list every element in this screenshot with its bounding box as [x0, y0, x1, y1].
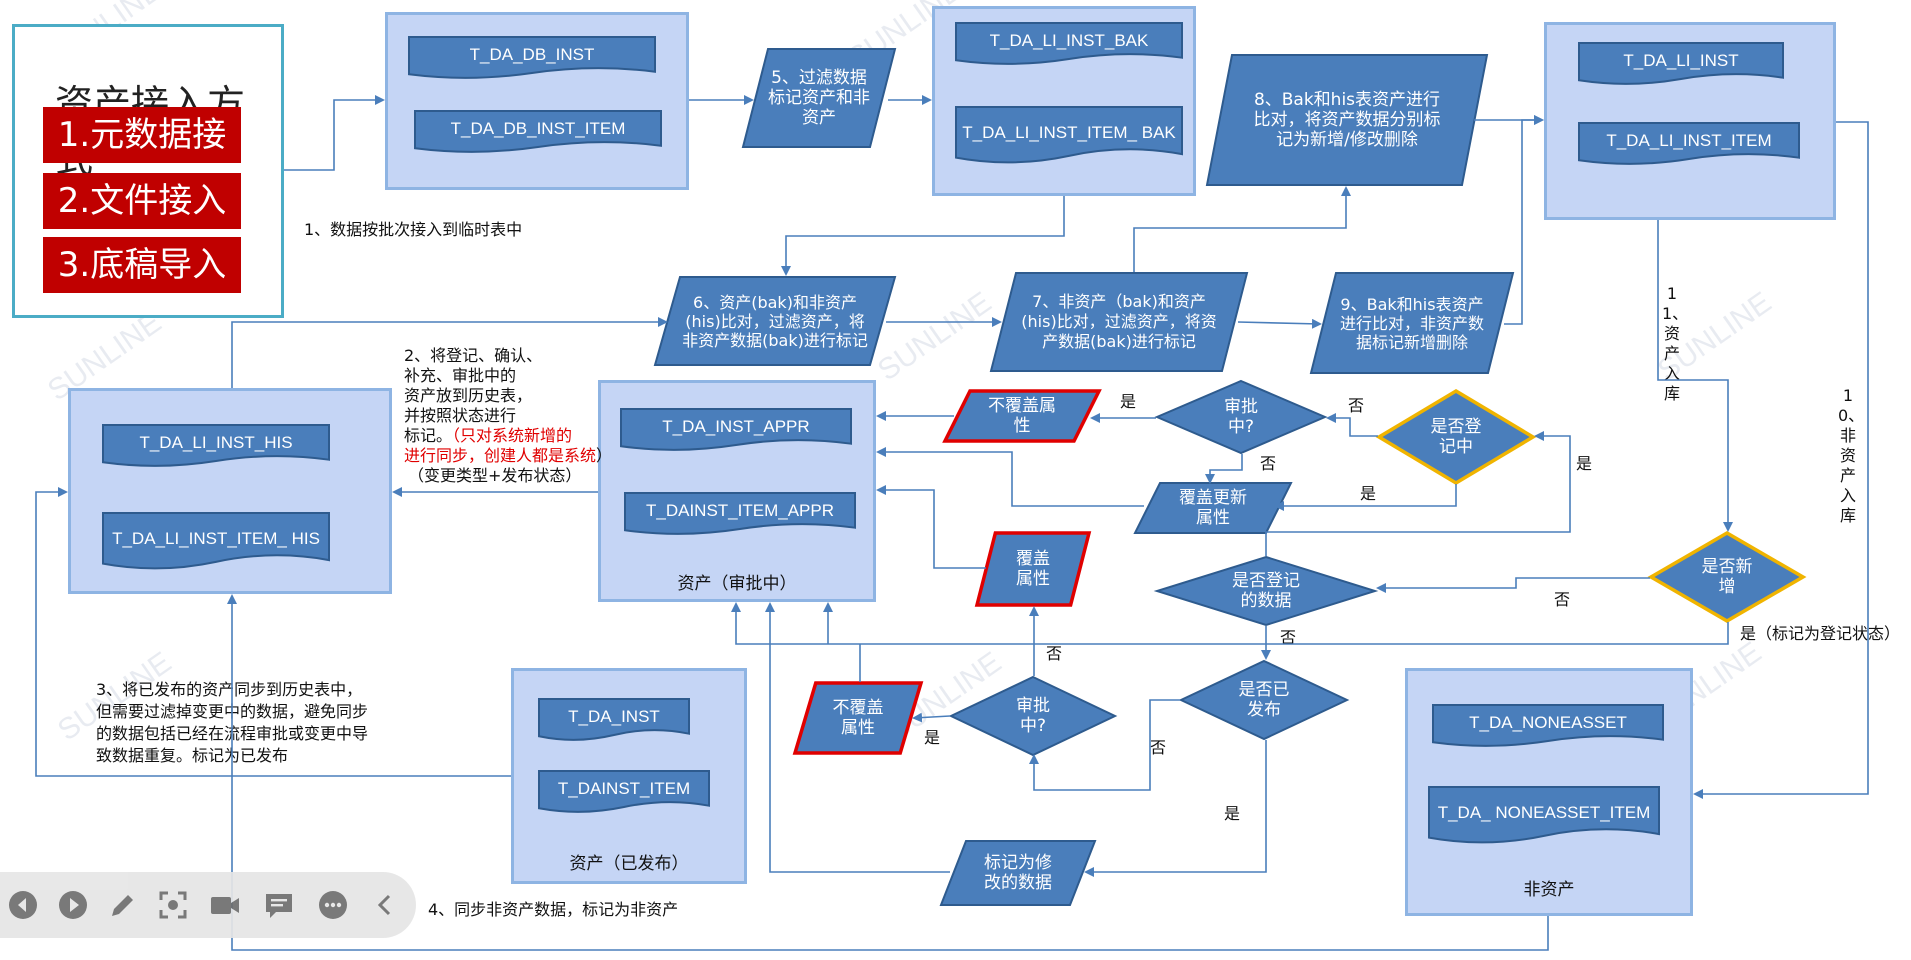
- edge-label-yes: 是: [1360, 484, 1377, 503]
- table-dainst-item: T_DAINST_ITEM: [538, 770, 710, 816]
- note-step2-paren: ）: [596, 446, 613, 465]
- group-caption: 资产（审批中）: [677, 574, 797, 594]
- decision-is-registered: 是否登记中: [1375, 388, 1537, 486]
- note-step2-line3: 资产放到历史表，: [404, 386, 533, 405]
- note-step2-red-b: 进行同步，创建人都是系统: [404, 446, 597, 465]
- edge-label-yes: 是: [924, 728, 941, 747]
- edge-label-yes: 是: [1576, 454, 1593, 473]
- note-step11: 11、资产入库: [1662, 284, 1689, 403]
- process-step7: 7、非资产（bak)和资产(his)比对，过滤资产，将资产数据(bak)进行标记: [989, 272, 1249, 372]
- method-file: 2.文件接入: [43, 173, 241, 229]
- note-step3-line4: 致数据重复。标记为已发布: [96, 746, 289, 765]
- collapse-icon[interactable]: [368, 888, 402, 922]
- table-li-inst-item-his: T_DA_LI_INST_ITEM_ HIS: [102, 512, 330, 574]
- note-step2-line1: 2、将登记、确认、: [404, 346, 543, 365]
- presentation-toolbar: [0, 872, 416, 938]
- process-no-cover-1: 不覆盖属性: [942, 389, 1102, 443]
- process-step8: 8、Bak和his表资产进行比对，将资产数据分别标记为新增/修改删除: [1205, 54, 1489, 186]
- table-li-inst-item-bak: T_DA_LI_INST_ITEM_ BAK: [955, 106, 1183, 168]
- process-step5: 5、过滤数据标记资产和非资产: [741, 48, 897, 148]
- decision-in-approval-1: 审批中?: [1154, 379, 1328, 455]
- pen-icon[interactable]: [106, 888, 140, 922]
- method-manuscript: 3.底稿导入: [43, 237, 241, 293]
- method-metadata: 1.元数据接入: [43, 107, 241, 163]
- group-caption: 非资产: [1523, 880, 1575, 900]
- table-inst-item-appr: T_DAINST_ITEM_APPR: [624, 492, 856, 538]
- process-cover-update: 覆盖更新属性: [1133, 482, 1293, 534]
- play-icon[interactable]: [56, 888, 90, 922]
- table-da-inst: T_DA_INST: [538, 698, 690, 744]
- note-step10: 10、非资产入库: [1838, 386, 1865, 525]
- focus-icon[interactable]: [156, 888, 190, 922]
- table-li-inst: T_DA_LI_INST: [1578, 42, 1784, 88]
- decision-is-new: 是否新增: [1647, 530, 1807, 624]
- edge-label-no: 否: [1280, 628, 1297, 647]
- note-step3-line3: 的数据包括已经在流程审批或变更中导: [96, 724, 369, 743]
- table-db-inst-item: T_DA_DB_INST_ITEM: [414, 110, 662, 156]
- camera-icon[interactable]: [208, 888, 242, 922]
- note-step2-line2: 补充、审批中的: [404, 366, 517, 385]
- note-step2-sub: （变更类型+发布状态）: [408, 466, 582, 485]
- edge-label-no: 否: [1554, 590, 1571, 609]
- table-inst-appr: T_DA_INST_APPR: [620, 408, 852, 454]
- note-step3-line1: 3、将已发布的资产同步到历史表中，: [96, 680, 363, 699]
- prev-icon[interactable]: [6, 888, 40, 922]
- note-step2-line5: 标记。（只对系统新增的: [404, 426, 572, 446]
- process-step9: 9、Bak和his表资产进行比对，非资产数据标记新增删除: [1309, 272, 1515, 374]
- edge-label-yes: 是: [1120, 392, 1137, 411]
- decision-is-registered-data: 是否登记的数据: [1153, 555, 1379, 627]
- edge-label-no: 否: [1348, 396, 1365, 415]
- note-yes-registered: 是（标记为登记状态）: [1740, 624, 1901, 643]
- note-step2-red-a: （只对系统新增的: [452, 426, 573, 445]
- edge-label-no: 否: [1260, 454, 1277, 473]
- process-no-cover-2: 不覆盖属性: [792, 681, 924, 755]
- edge-label-yes: 是: [1224, 804, 1241, 823]
- table-li-inst-bak: T_DA_LI_INST_BAK: [955, 22, 1183, 68]
- process-step6: 6、资产(bak)和非资产(his)比对，过滤资产，将非资产数据(bak)进行标…: [653, 276, 897, 366]
- note-step3-line2: 但需要过滤掉变更中的数据，避免同步: [96, 702, 369, 721]
- note-step2-line6: 进行同步，创建人都是系统）: [404, 446, 612, 466]
- more-icon[interactable]: [316, 888, 350, 922]
- table-li-inst-his: T_DA_LI_INST_HIS: [102, 424, 330, 470]
- process-mark-modified: 标记为修改的数据: [939, 840, 1097, 906]
- group-caption: 资产（已发布）: [569, 854, 689, 874]
- access-methods-panel: 资产接入方式 1.元数据接入 2.文件接入 3.底稿导入: [12, 24, 284, 318]
- process-cover: 覆盖属性: [974, 531, 1092, 607]
- comment-icon[interactable]: [262, 888, 296, 922]
- note-step1: 1、数据按批次接入到临时表中: [304, 220, 523, 239]
- edge-label-no: 否: [1150, 738, 1167, 757]
- table-li-inst-item: T_DA_LI_INST_ITEM: [1578, 122, 1800, 168]
- decision-in-approval-2: 审批中?: [948, 675, 1118, 757]
- edge-label-no: 否: [1046, 644, 1063, 663]
- decision-is-published: 是否已发布: [1178, 659, 1350, 741]
- table-db-inst: T_DA_DB_INST: [408, 36, 656, 82]
- note-step2-line4: 并按照状态进行: [404, 406, 517, 425]
- note-step2-line5-text: 标记。: [404, 426, 453, 445]
- note-step4: 4、同步非资产数据，标记为非资产: [428, 900, 679, 919]
- table-noneasset-item: T_DA_ NONEASSET_ITEM: [1428, 786, 1660, 848]
- table-noneasset: T_DA_NONEASSET: [1432, 704, 1664, 750]
